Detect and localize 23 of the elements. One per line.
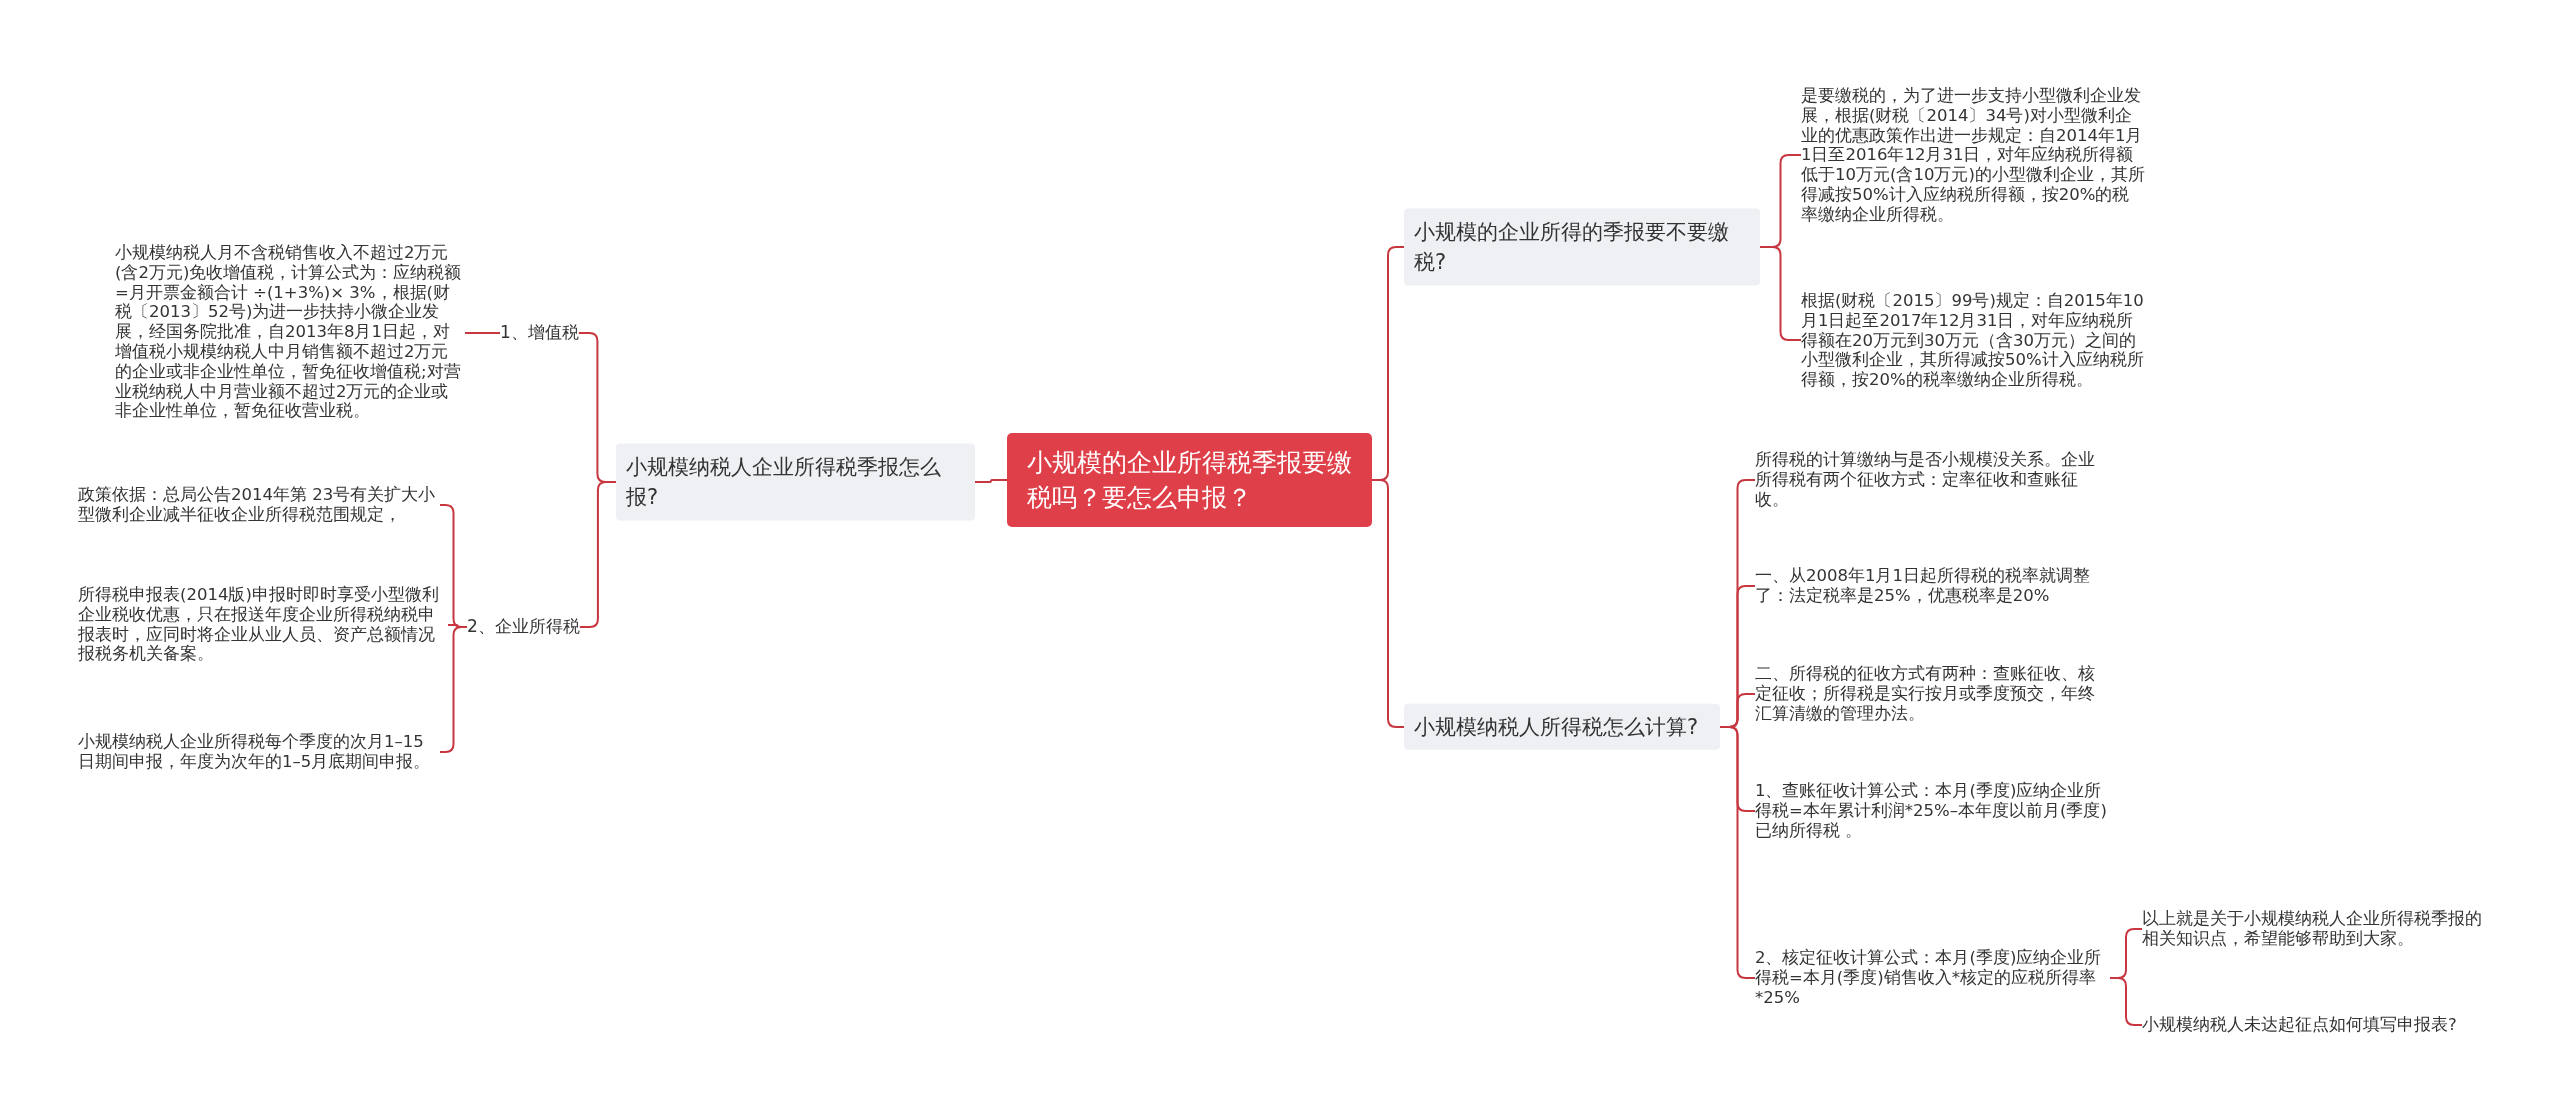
connector-line [974,479,1008,483]
note-text: 1、查账征收计算公式：本月(季度)应纳企业所得税=本年累计利润*25%–本年度以前月(季度)已纳所得税 。 [1755,781,2110,841]
note-text: 小规模纳税人月不含税销售收入不超过2万元(含2万元)免收增值税，计算公式为：应纳税额=月开票金额合计 ÷(1+3%)× 3%，根据(财税〔2013〕52号)为进一步扶持小微企业发展，经国务院批准，自2013年8月1日起，对增值税小规模纳税人中月销售额不超过2万元的企业或非企业性单位，暂免征收增值税;对营业税纳税人中月营业额不超过2万元的企业或非企业性单位，暂免征收营业税。 [115,242,465,422]
note-text: 所得税的计算缴纳与是否小规模没关系。企业所得税有两个征收方式：定率征收和查账征收。 [1755,450,2110,510]
topic-box: 小规模的企业所得的季报要不要缴税? [1404,208,1760,286]
connector-line [1371,479,1405,728]
central-topic: 小规模的企业所得税季报要缴税吗？要怎么申报？ [1007,433,1372,527]
subtopic-text: 2、企业所得税 [467,615,580,639]
note-text: 所得税申报表(2014版)申报时即时享受小型微利企业税收优惠，只在报送年度企业所得税纳税申报表时，应同时将企业从业人员、资产总额情况报税务机关备案。 [78,585,448,665]
note-text: 根据(财税〔2015〕99号)规定：自2015年10月1日起至2017年12月31日，对年应纳税所得额在20万元到30万元（含30万元）之间的小型微利企业，其所得减按50%计入应纳税所得额，按20%的税率缴纳企业所得税。 [1801,290,2146,390]
note-text: 一、从2008年1月1日起所得税的税率就调整了：法定税率是25%，优惠税率是20% [1755,566,2110,606]
note-text: 二、所得税的征收方式有两种：查账征收、核定征收；所得税是实行按月或季度预交，年终汇算清缴的管理办法。 [1755,664,2110,724]
note-text: 小规模纳税人企业所得税每个季度的次月1–15日期间申报，年度为次年的1–5月底期间申报。 [78,732,440,772]
note-text: 政策依据：总局公告2014年第 23号有关扩大小型微利企业减半征收企业所得税范围规定， [78,485,440,525]
connector-line [464,332,501,334]
topic-box: 小规模纳税人企业所得税季报怎么报? [616,443,975,521]
topic-box: 小规模纳税人所得税怎么计算? [1404,703,1720,751]
subtopic-text: 1、增值税 [500,321,579,345]
note-text: 2、核定征收计算公式：本月(季度)应纳企业所得税=本月(季度)销售收入*核定的应税所得率*25% [1755,948,2110,1008]
connector-line [2109,977,2143,1026]
note-text: 小规模纳税人未达起征点如何填写申报表? [2142,1015,2492,1035]
note-text: 是要缴税的，为了进一步支持小型微利企业发展，根据(财税〔2014〕34号)对小型微利企业的优惠政策作出进一步规定：自2014年1月1日至2016年12月31日，对年应纳税所得额低于10万元(含10万元)的小型微利企业，其所得减按50%计入应纳税所得额，按20%的税率缴纳企业所得税。 [1801,85,2146,225]
note-text: 以上就是关于小规模纳税人企业所得税季报的相关知识点，希望能够帮助到大家。 [2142,909,2492,949]
